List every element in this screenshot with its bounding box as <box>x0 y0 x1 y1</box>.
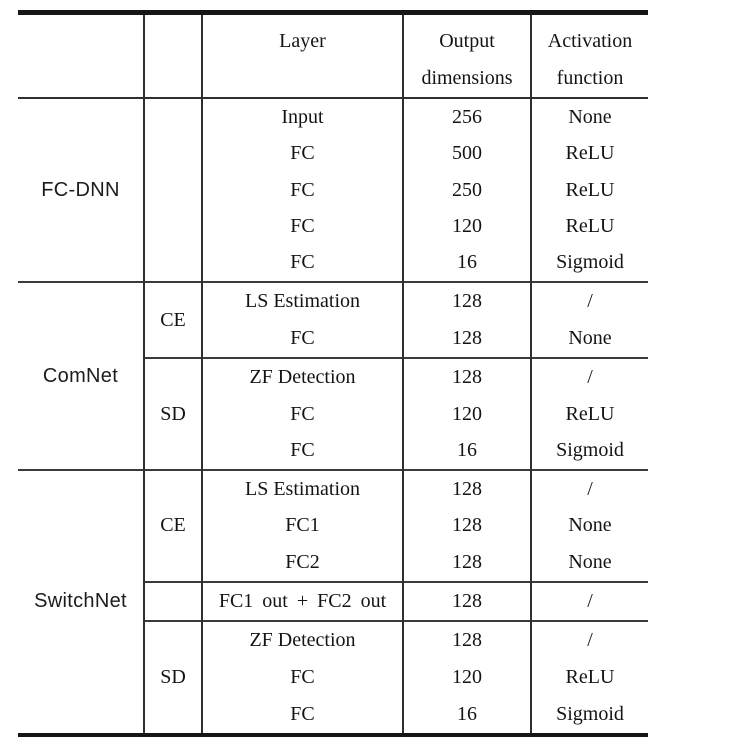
table-row: FC1 out + FC2 out 128 / <box>18 580 648 622</box>
subgroup-cell-ce: CE <box>144 468 203 582</box>
table-row: FC1 128 None <box>18 507 648 545</box>
header-model-cell <box>18 12 145 99</box>
header-activation-line1: Activation <box>547 30 633 52</box>
act-cell: ReLU <box>565 142 615 165</box>
act-cell: / <box>531 580 648 622</box>
layer-cell: FC <box>202 695 404 735</box>
dim-cell: 250 <box>403 172 532 209</box>
act-cell: None <box>568 105 612 128</box>
layer-cell: FC1 <box>202 507 404 545</box>
layer-cell: FC <box>202 244 404 283</box>
act-cell: None <box>568 514 612 537</box>
dim-cell: 16 <box>403 432 532 470</box>
header-layer: Layer <box>202 12 404 99</box>
dim-cell: 128 <box>403 468 532 508</box>
header-activation-function: Activation function <box>531 12 648 99</box>
dim-cell: 128 <box>403 620 532 660</box>
table-row: FC2 128 None <box>18 544 648 582</box>
act-cell: None <box>568 327 612 350</box>
dim-cell: 500 <box>403 135 532 173</box>
table-row: SD ZF Detection 128 / <box>18 357 648 470</box>
layer-cell: FC2 <box>202 544 404 582</box>
table-row: SwitchNet CE LS Estimation 128 / <box>18 468 648 735</box>
layer-cell: LS Estimation <box>202 468 404 508</box>
layer-cell: FC <box>202 135 404 173</box>
dim-cell: 128 <box>403 580 532 622</box>
layer-cell: LS Estimation <box>202 281 404 321</box>
subgroup-cell-sd: SD <box>144 620 203 735</box>
table-row: FC 16 Sigmoid <box>18 695 648 735</box>
act-cell: / <box>531 620 648 660</box>
dim-cell: 120 <box>403 208 532 245</box>
subgroup-cell-empty <box>144 98 203 283</box>
table-row: FC 120 ReLU <box>18 659 648 696</box>
header-layer-label: Layer <box>279 30 326 52</box>
model-name-switchnet: SwitchNet <box>18 468 145 735</box>
dim-cell: 120 <box>403 659 532 696</box>
dim-cell: 16 <box>403 695 532 735</box>
dim-cell: 16 <box>403 244 532 283</box>
layer-cell: FC <box>202 172 404 209</box>
table-row: FC 120 ReLU <box>18 208 648 245</box>
layer-cell: FC <box>202 432 404 470</box>
act-cell: Sigmoid <box>556 439 624 462</box>
model-name-comnet: ComNet <box>18 281 145 470</box>
layer-cell: FC <box>202 395 404 433</box>
header-output-dimensions: Output dimensions <box>403 12 532 99</box>
header-output-line1: Output <box>439 30 495 52</box>
act-cell: / <box>531 468 648 508</box>
layer-cell: Input <box>202 98 404 136</box>
act-cell: Sigmoid <box>556 702 624 725</box>
dim-cell: 128 <box>403 507 532 545</box>
table-row: FC-DNN Input 256 None <box>18 98 648 283</box>
layer-cell: FC <box>202 320 404 359</box>
act-cell: ReLU <box>565 214 615 237</box>
table-row: FC 128 None <box>18 320 648 359</box>
table-row: SD ZF Detection 128 / <box>18 620 648 735</box>
subgroup-cell-empty <box>144 580 203 622</box>
dim-cell: 128 <box>403 281 532 321</box>
dim-cell: 128 <box>403 320 532 359</box>
table-row: FC 250 ReLU <box>18 172 648 209</box>
table-row: ComNet CE LS Estimation 128 / <box>18 281 648 470</box>
act-cell: ReLU <box>565 402 615 425</box>
act-cell: / <box>531 281 648 321</box>
act-cell: ReLU <box>565 665 615 688</box>
table-row: FC 16 Sigmoid <box>18 244 648 283</box>
subgroup-cell-ce: CE <box>144 281 203 359</box>
dim-cell: 128 <box>403 357 532 396</box>
act-cell: ReLU <box>565 178 615 201</box>
network-architecture-table: Layer Output dimensions Activation funct… <box>18 10 648 737</box>
layer-cell: FC <box>202 208 404 245</box>
header-row: Layer Output dimensions Activation funct… <box>18 12 648 99</box>
header-subgroup-cell <box>144 12 203 99</box>
table-row: FC 500 ReLU <box>18 135 648 173</box>
layer-cell: ZF Detection <box>202 620 404 660</box>
act-cell: / <box>531 357 648 396</box>
act-cell: None <box>568 550 612 573</box>
act-cell: Sigmoid <box>556 251 624 274</box>
dim-cell: 128 <box>403 544 532 582</box>
layer-cell: FC1 out + FC2 out <box>202 580 404 622</box>
model-name-fcdnn: FC-DNN <box>18 98 145 283</box>
layer-cell: FC <box>202 659 404 696</box>
dim-cell: 120 <box>403 395 532 433</box>
subgroup-cell-sd: SD <box>144 357 203 470</box>
header-activation-line2: function <box>556 67 624 89</box>
layer-cell: ZF Detection <box>202 357 404 396</box>
table-row: FC 120 ReLU <box>18 395 648 433</box>
table-row: FC 16 Sigmoid <box>18 432 648 470</box>
dim-cell: 256 <box>403 98 532 136</box>
header-output-line2: dimensions <box>421 67 513 89</box>
